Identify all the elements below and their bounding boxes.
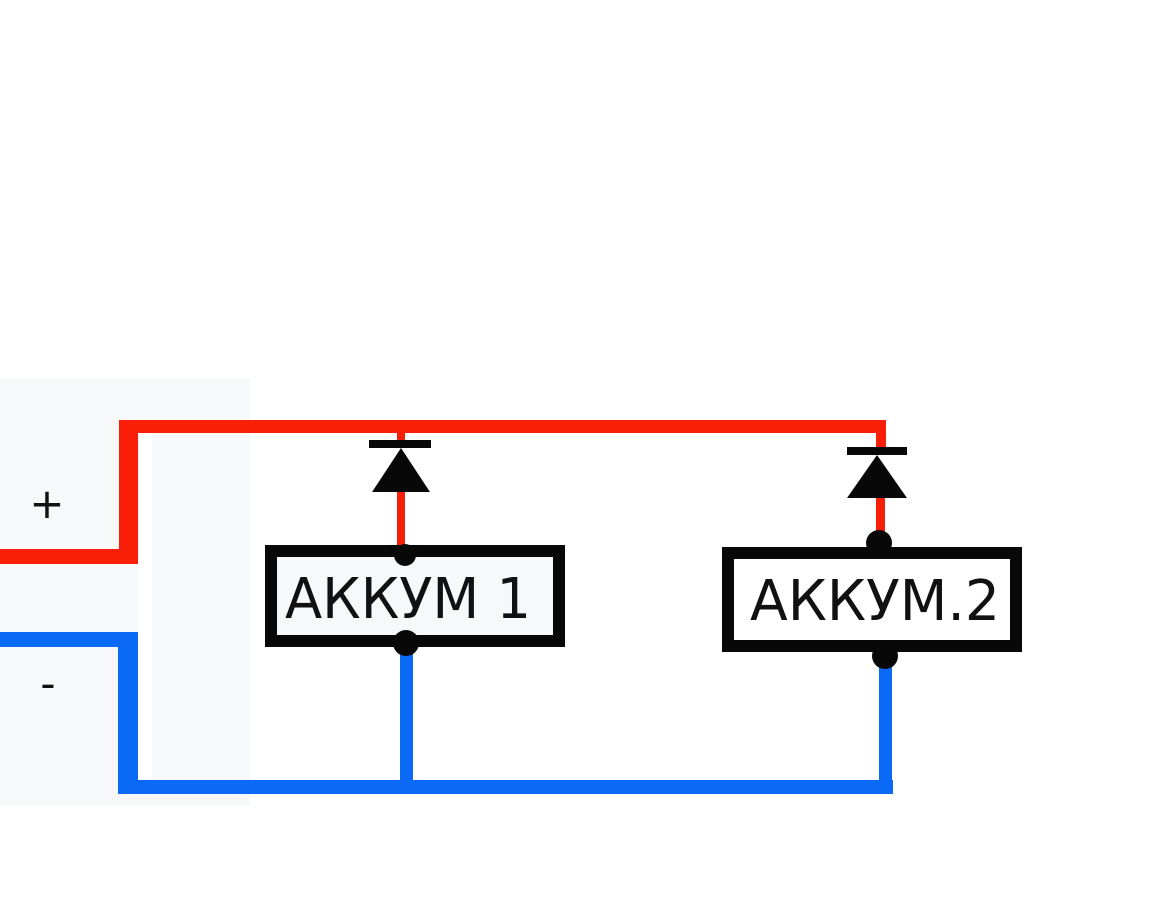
minus-terminal-label: - bbox=[40, 659, 55, 708]
positive-wire bbox=[0, 420, 886, 564]
plus-terminal-label: + bbox=[29, 479, 64, 528]
battery-2-label: АККУМ.2 bbox=[750, 569, 1000, 634]
battery-1: АККУМ 1 bbox=[265, 544, 565, 656]
battery-2: АККУМ.2 bbox=[722, 530, 1022, 669]
terminal-dot bbox=[872, 643, 898, 669]
diode-2 bbox=[847, 447, 907, 498]
gap-strip bbox=[138, 432, 152, 780]
terminal-dot bbox=[866, 530, 892, 556]
negative-wire bbox=[0, 632, 893, 794]
terminal-dot bbox=[394, 544, 416, 566]
battery-1-label: АККУМ 1 bbox=[285, 567, 531, 632]
terminal-dot bbox=[393, 630, 419, 656]
diode-1 bbox=[369, 440, 431, 492]
